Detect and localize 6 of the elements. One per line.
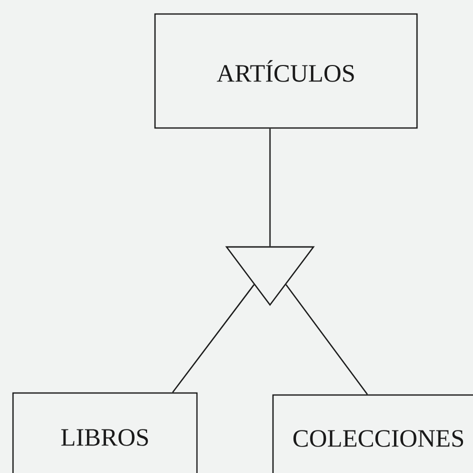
connector-line [269,128,271,246]
connector-line [172,284,255,393]
entity-box: LIBROS [12,392,198,473]
entity-box: ARTÍCULOS [154,13,418,129]
entity-box: COLECCIONES [272,394,473,473]
connector-line [285,284,368,395]
